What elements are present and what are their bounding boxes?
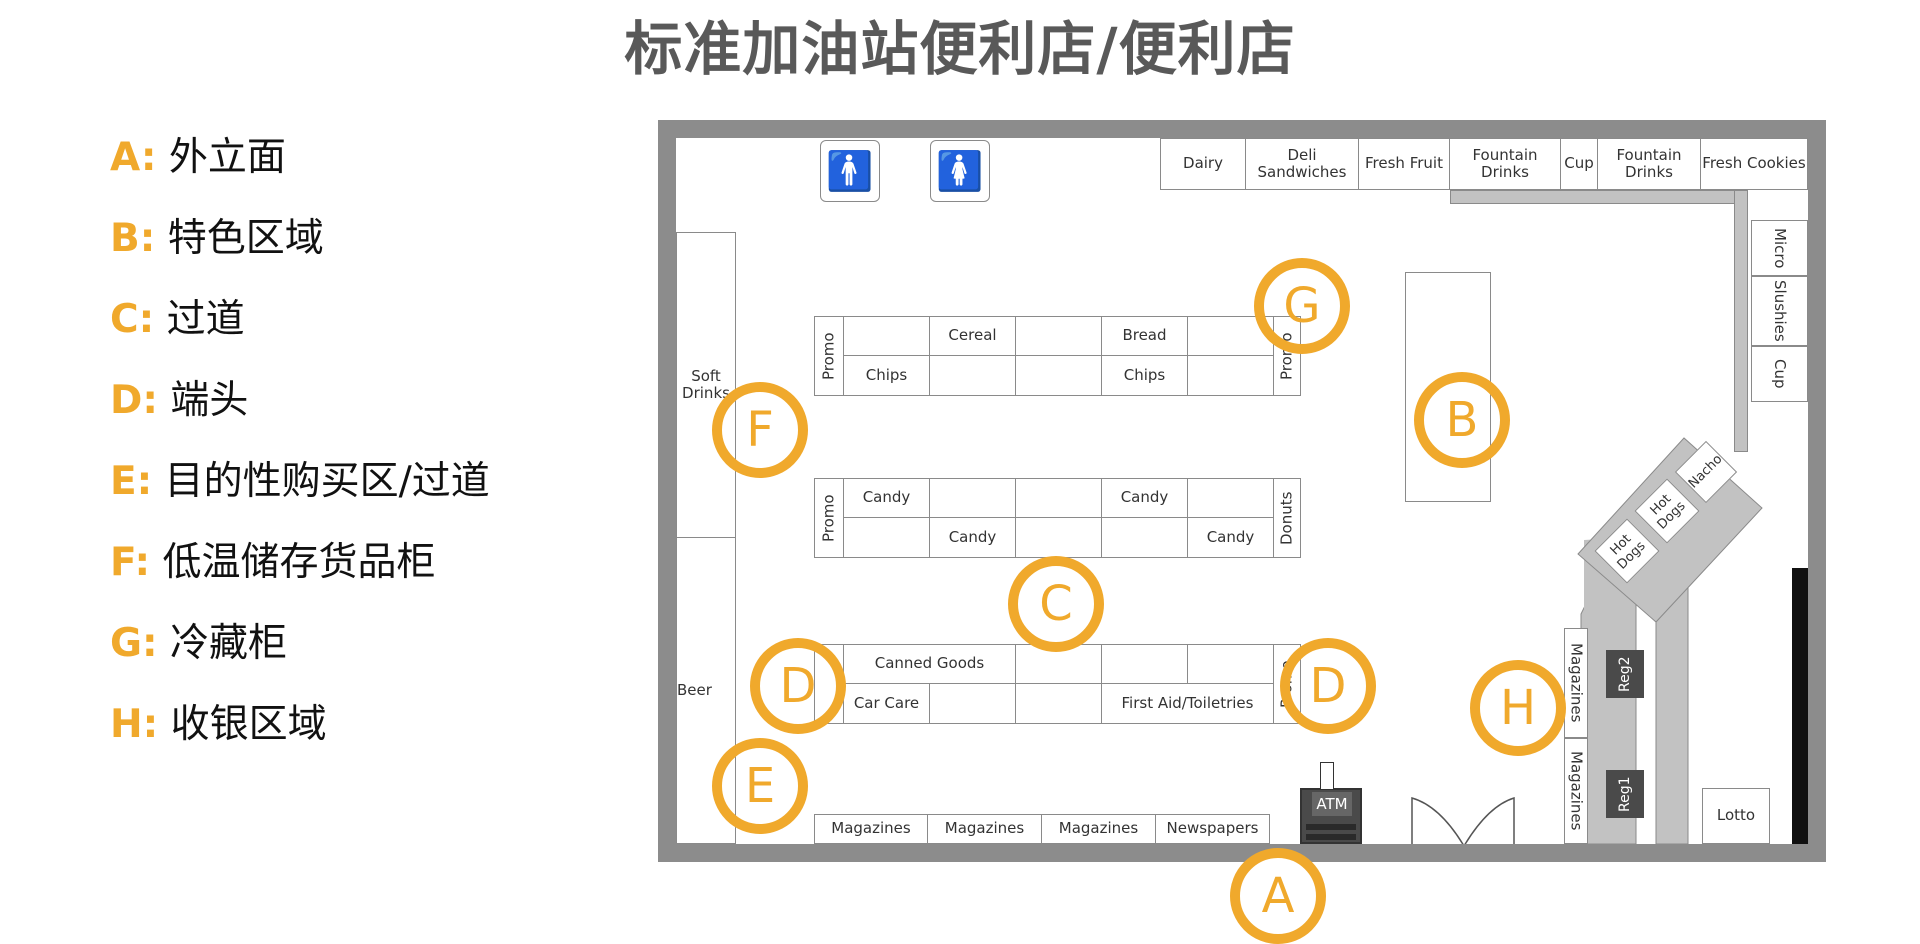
shelf-cereal: Cereal	[929, 316, 1016, 356]
atm-slot	[1306, 834, 1356, 840]
marker-d: D	[750, 638, 846, 734]
fixture-magazines: Magazines	[1564, 738, 1588, 844]
shelf-first-aid-toiletries: First Aid/Toiletries	[1101, 683, 1274, 724]
women-accessible-restroom-icon: 🚺	[930, 140, 990, 202]
legend-item-a: A: 外立面	[110, 126, 490, 207]
fixture-soft-drinks: Soft Drinks	[676, 232, 736, 538]
register-2: Reg2	[1606, 650, 1644, 698]
marker-c: C	[1008, 556, 1104, 652]
checkout-counter-drawing	[1411, 437, 1808, 844]
register-1: Reg1	[1606, 770, 1644, 818]
fixture-fountain-drinks: Fountain Drinks	[1597, 138, 1701, 190]
fixture-fresh-fruit: Fresh Fruit	[1358, 138, 1450, 190]
shelf-bread: Bread	[1101, 316, 1188, 356]
legend-key: H:	[110, 702, 159, 747]
entry-door-icon	[1411, 796, 1515, 844]
shelf-chips: Chips	[843, 355, 930, 396]
fixture-newspapers: Newspapers	[1155, 814, 1270, 844]
shelf-candy: Candy	[1101, 478, 1188, 518]
legend-key: C:	[110, 297, 155, 342]
fixture-slushies: Slushies	[1751, 276, 1808, 346]
legend-item-d: D: 端头	[110, 369, 490, 450]
fixture-magazines: Magazines	[927, 814, 1042, 844]
store-floor: 🚹 🚺 Dairy Deli Sandwiches Fresh Fruit Fo…	[676, 138, 1808, 844]
fixture-lotto: Lotto	[1702, 788, 1770, 844]
legend-key: G:	[110, 621, 158, 666]
marker-h: H	[1470, 660, 1566, 756]
legend-text: 冷藏柜	[170, 621, 288, 666]
atm-slot	[1306, 824, 1356, 830]
legend-key: D:	[110, 378, 158, 423]
legend-text: 目的性购买区/过道	[164, 459, 490, 504]
legend-item-b: B: 特色区域	[110, 207, 490, 288]
fixture-cup: Cup	[1560, 138, 1598, 190]
shelf-cell	[1015, 683, 1102, 724]
legend-key: B:	[110, 216, 156, 261]
fixture-magazines: Magazines	[1564, 628, 1588, 738]
legend-text: 外立面	[168, 135, 286, 180]
legend-text: 低温储存货品柜	[162, 540, 436, 585]
legend-key: A:	[110, 135, 157, 180]
legend-item-c: C: 过道	[110, 288, 490, 369]
legend-text: 过道	[166, 297, 245, 342]
atm-person-icon	[1320, 762, 1334, 790]
legend-text: 特色区域	[167, 216, 324, 261]
shelf-canned-goods: Canned Goods	[843, 644, 1016, 684]
shelf-car-care: Car Care	[843, 683, 930, 724]
legend-key: E:	[110, 459, 153, 504]
fixture-magazines: Magazines	[1041, 814, 1156, 844]
store-floor-plan: 🚹 🚺 Dairy Deli Sandwiches Fresh Fruit Fo…	[658, 120, 1826, 862]
atm-label: ATM	[1312, 792, 1352, 816]
marker-d: D	[1280, 638, 1376, 734]
fixture-fresh-cookies: Fresh Cookies	[1700, 138, 1808, 190]
shelf-cell	[1015, 355, 1102, 396]
legend-item-h: H: 收银区域	[110, 693, 490, 774]
fixture-cup: Cup	[1751, 346, 1808, 402]
legend-text: 收银区域	[170, 702, 327, 747]
window-strip	[1792, 568, 1808, 844]
shelf-cell	[1101, 517, 1188, 558]
legend-key: F:	[110, 540, 151, 585]
legend: A: 外立面 B: 特色区域 C: 过道 D: 端头 E: 目的性购买区/过道 …	[110, 126, 490, 774]
shelf-cell	[1015, 517, 1102, 558]
legend-text: 端头	[170, 378, 249, 423]
atm-machine: ATM	[1300, 788, 1362, 844]
shelf-cell	[929, 683, 1016, 724]
page-title: 标准加油站便利店/便利店	[624, 15, 1296, 83]
beverage-counter	[1734, 190, 1748, 452]
marker-g: G	[1254, 258, 1350, 354]
marker-b: B	[1414, 372, 1510, 468]
legend-item-f: F: 低温储存货品柜	[110, 531, 490, 612]
legend-item-e: E: 目的性购买区/过道	[110, 450, 490, 531]
marker-f: F	[712, 382, 808, 478]
legend-item-g: G: 冷藏柜	[110, 612, 490, 693]
shelf-cell	[1187, 478, 1274, 518]
shelf-candy: Candy	[1187, 517, 1274, 558]
fixture-micro: Micro	[1751, 220, 1808, 276]
marker-a: A	[1230, 848, 1326, 944]
shelf-cell	[929, 478, 1016, 518]
marker-e: E	[712, 738, 808, 834]
men-accessible-restroom-icon: 🚹	[820, 140, 880, 202]
fixture-deli-sandwiches: Deli Sandwiches	[1245, 138, 1359, 190]
